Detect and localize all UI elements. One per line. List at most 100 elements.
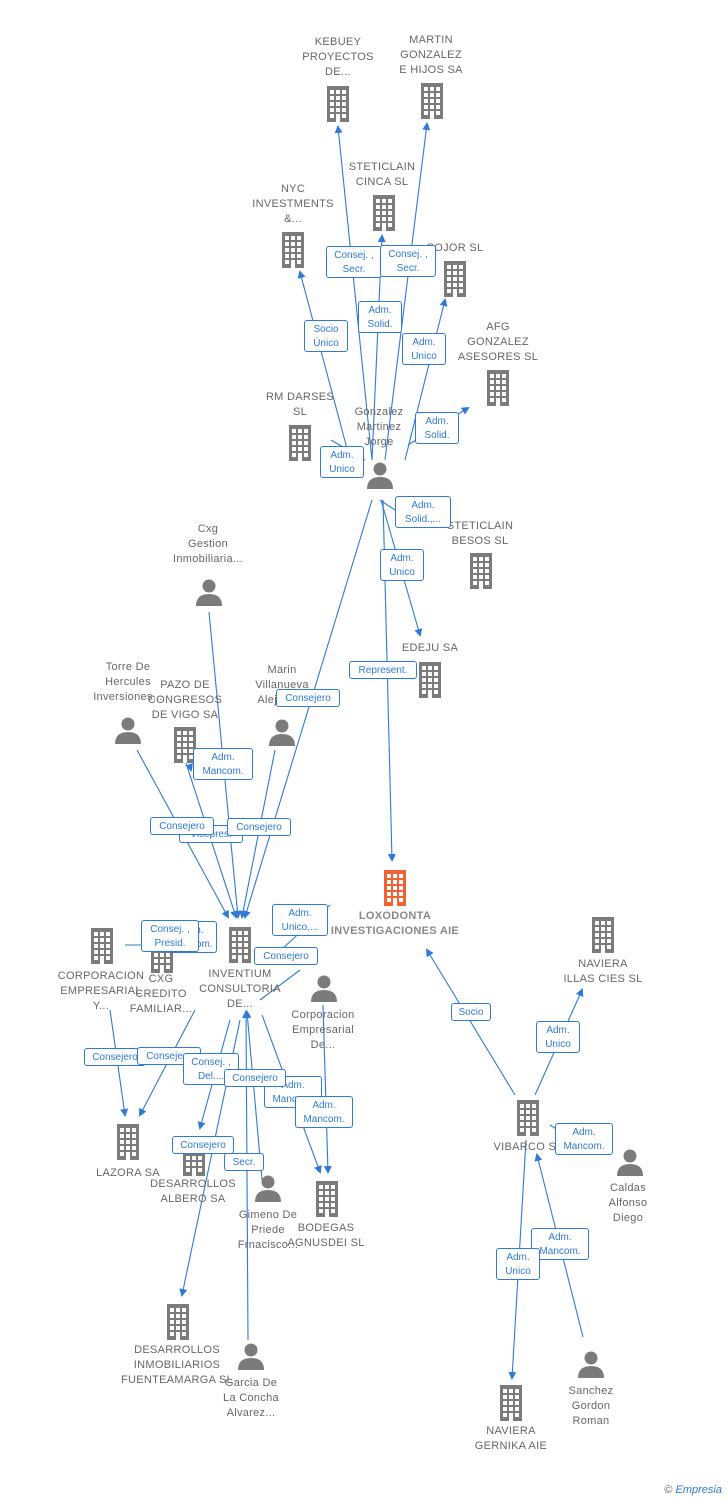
person-icon[interactable]: [254, 1174, 282, 1202]
relation-label-line: Unico: [545, 1039, 571, 1050]
node-label-line: CONGRESOS: [147, 693, 223, 706]
person-icon[interactable]: [195, 578, 223, 606]
building-icon[interactable]: [592, 917, 614, 953]
relation-label[interactable]: Adm.Unico: [496, 1248, 540, 1280]
node-label-line: ILLAS CIES SL: [563, 973, 643, 985]
relation-label[interactable]: Consej. ,Secr.: [380, 245, 436, 277]
relation-label[interactable]: Adm.Unico: [536, 1021, 580, 1053]
edge-line: [384, 122, 431, 461]
person-icon[interactable]: [577, 1350, 605, 1378]
building-icon[interactable]: [327, 86, 349, 122]
relation-label[interactable]: Consejero: [227, 818, 291, 836]
relation-label-line: Represent.: [358, 665, 408, 676]
relation-label[interactable]: Adm.Solid.,...: [395, 496, 451, 528]
relation-label[interactable]: Adm.Unico: [402, 333, 446, 365]
building-icon[interactable]: [500, 1385, 522, 1421]
building-icon[interactable]: [384, 870, 406, 906]
node-label-line: CORPORACION: [57, 969, 145, 982]
person-icon[interactable]: [114, 716, 142, 744]
building-icon[interactable]: [316, 1181, 338, 1217]
person-icon[interactable]: [310, 974, 338, 1002]
relation-label[interactable]: Socio: [451, 1003, 491, 1021]
footer-brand[interactable]: ©Empresia: [664, 1484, 722, 1496]
person-icon[interactable]: [268, 718, 296, 746]
person-icon[interactable]: [366, 461, 394, 489]
node-label-line: STETICLAIN: [446, 520, 514, 532]
relation-label[interactable]: Adm.Unico: [380, 549, 424, 581]
relation-label[interactable]: Consejero: [84, 1048, 146, 1066]
relation-label[interactable]: Consej. ,Presid.: [141, 920, 199, 952]
relation-label[interactable]: Secr.: [224, 1153, 264, 1171]
person-icon[interactable]: [616, 1148, 644, 1176]
building-icon[interactable]: [470, 553, 492, 589]
relation-label[interactable]: Consej. ,Secr.: [326, 246, 382, 278]
relation-label[interactable]: Adm.Solid.: [415, 412, 459, 444]
relation-label-line: Adm.: [548, 1232, 572, 1243]
node-label-vibarco[interactable]: VIBARCO SL: [463, 1140, 593, 1155]
building-icon[interactable]: [289, 425, 311, 461]
relation-label-line: Adm.: [312, 1100, 336, 1111]
relation-label[interactable]: Adm.Unico,...: [272, 904, 328, 936]
relation-label[interactable]: Consejero: [276, 689, 340, 707]
relation-label-line: Mancom.: [202, 766, 244, 777]
relation-label[interactable]: Consejero: [150, 817, 214, 835]
building-icon[interactable]: [282, 232, 304, 268]
node-label-lazora[interactable]: LAZORA SA: [63, 1166, 193, 1181]
building-icon[interactable]: [419, 662, 441, 698]
building-icon[interactable]: [229, 927, 251, 963]
node-label-line: Marin: [267, 663, 297, 676]
relation-label-line: Consejero: [159, 821, 205, 832]
relation-label[interactable]: Adm.Mancom.: [295, 1096, 353, 1128]
relation-label[interactable]: Adm.Mancom.: [555, 1123, 613, 1155]
edge-line: [425, 948, 516, 1096]
relation-label[interactable]: Adm.Mancom.: [531, 1228, 589, 1260]
relation-label[interactable]: Adm.Mancom.: [193, 748, 253, 780]
building-icon[interactable]: [487, 370, 509, 406]
building-icon[interactable]: [517, 1100, 539, 1136]
node-label-edeju[interactable]: EDEJU SA: [365, 641, 495, 656]
building-icon[interactable]: [174, 727, 196, 763]
relation-label[interactable]: Adm.Solid.: [358, 301, 402, 333]
building-icon[interactable]: [444, 261, 466, 297]
node-label-line: EMPRESARIAL: [60, 984, 142, 997]
relation-label[interactable]: Consejero: [254, 947, 318, 965]
relation-label[interactable]: Consejero: [172, 1136, 234, 1154]
building-icon[interactable]: [167, 1304, 189, 1340]
relation-label[interactable]: Consejero: [224, 1069, 286, 1087]
building-icon[interactable]: [117, 1124, 139, 1160]
person-icon[interactable]: [237, 1342, 265, 1370]
building-icon[interactable]: [91, 928, 113, 964]
relation-label[interactable]: Adm.Unico: [320, 446, 364, 478]
relation-label[interactable]: Represent.: [349, 661, 417, 679]
building-icon[interactable]: [373, 195, 395, 231]
node-label-line: INVESTIGACIONES AIE: [330, 925, 460, 937]
building-icon[interactable]: [421, 83, 443, 119]
node-label-sojor[interactable]: SOJOR SL: [390, 241, 520, 256]
